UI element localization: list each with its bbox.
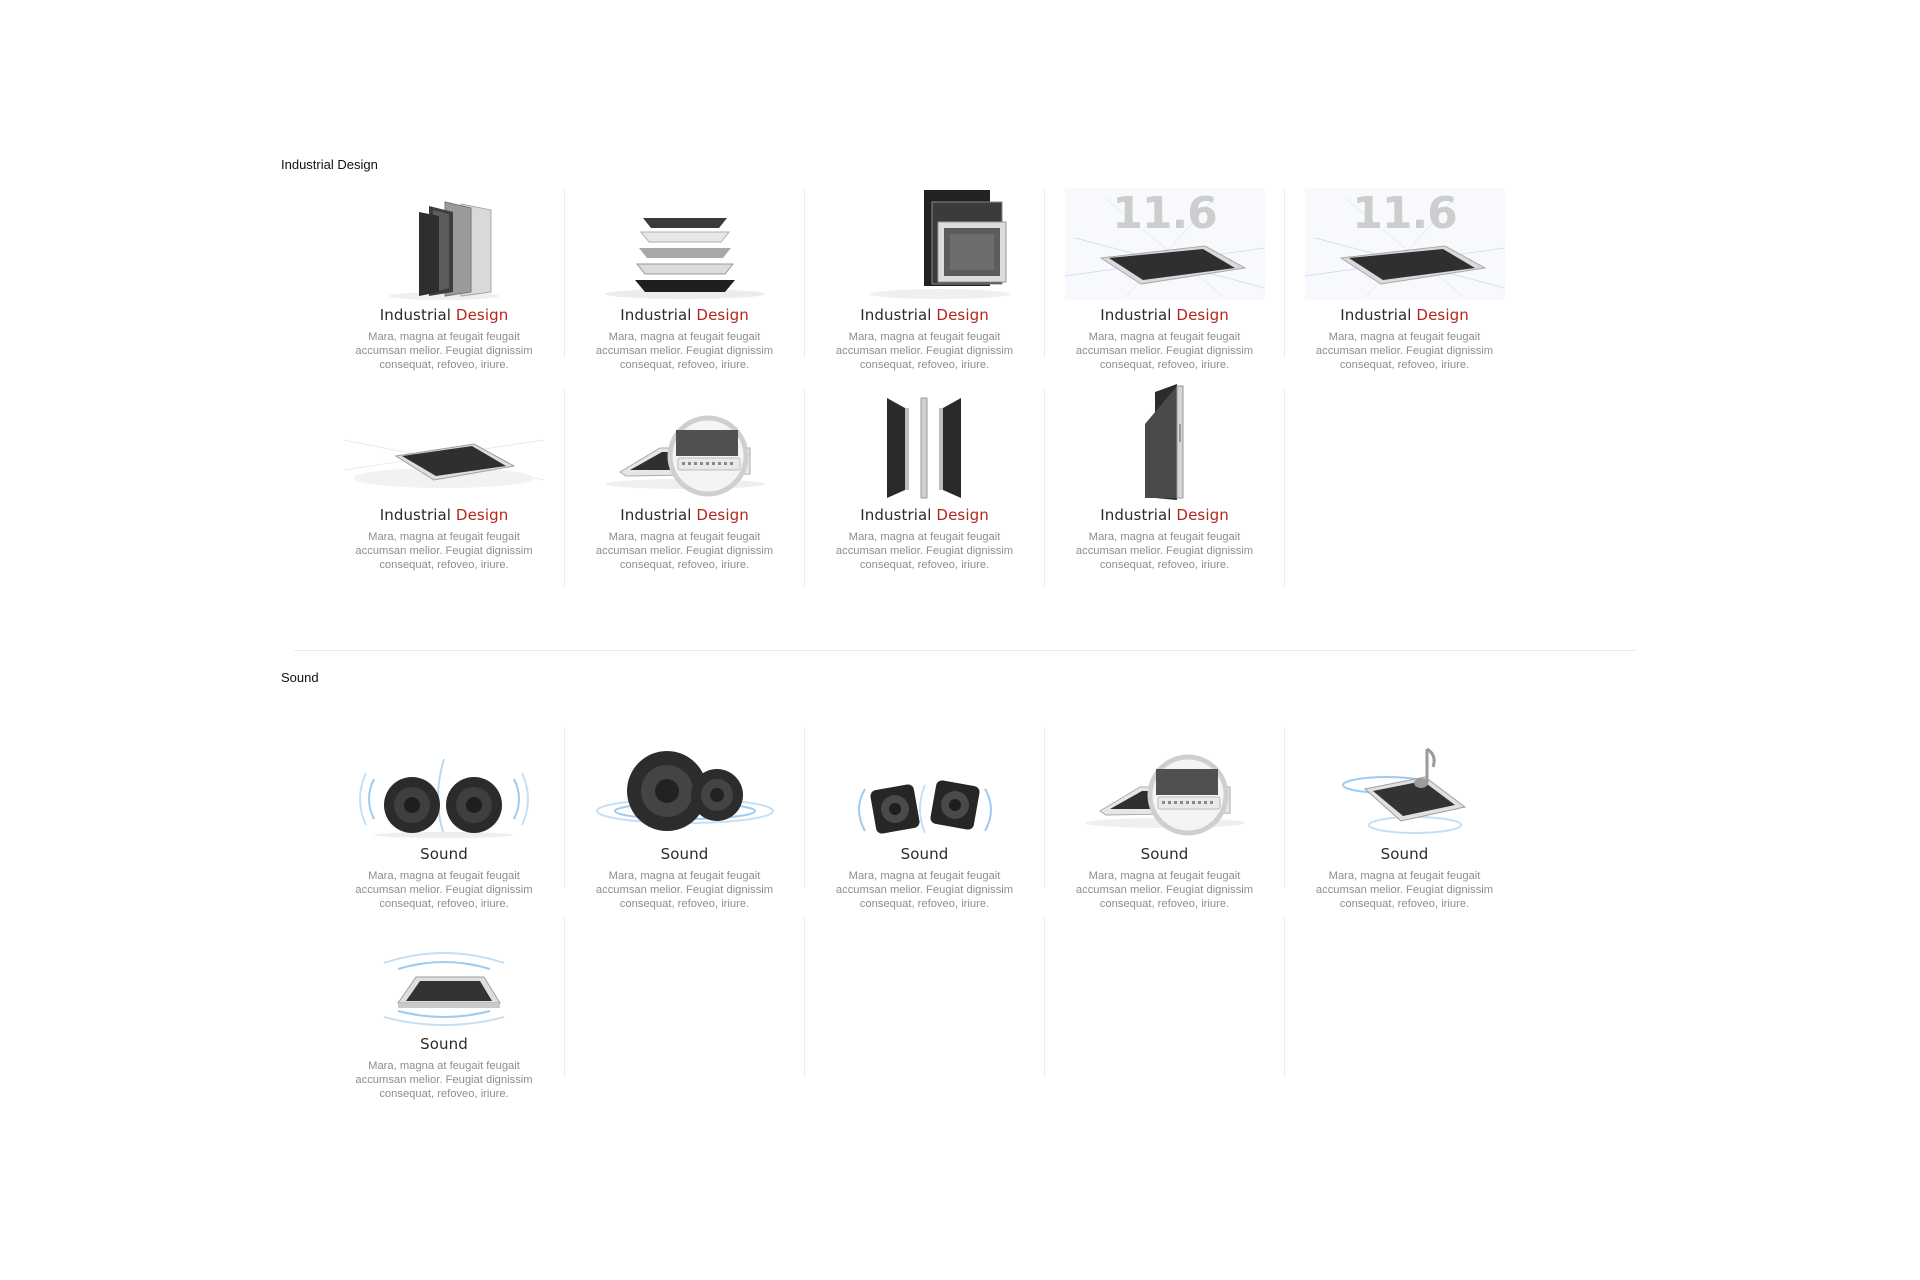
card-title: Sound [900,845,949,863]
card-sound-6[interactable]: Sound Mara, magna at feugait feugait acc… [324,917,564,1100]
tablet-port-magnifier-icon [565,388,804,500]
card-industrial-design-8[interactable]: Industrial Design Mara, magna at feugait… [804,388,1044,588]
tablet-size-blueprint-icon: 11.6 [1045,188,1284,300]
empty-grid-cell [804,917,1044,1077]
card-title: Industrial Design [1100,506,1229,524]
card-title: Industrial Design [620,306,749,324]
industrial-design-grid: Industrial Design Mara, magna at feugait… [324,188,1524,588]
card-sound-1[interactable]: Sound Mara, magna at feugait feugait acc… [324,727,564,910]
card-industrial-design-3[interactable]: Industrial Design Mara, magna at feugait… [804,188,1044,371]
empty-grid-cell [1284,388,1524,588]
empty-grid-cell [564,917,804,1077]
card-description: Mara, magna at feugait feugait accumsan … [355,870,533,910]
size-label: 11.6 [1112,188,1218,239]
card-title: Industrial Design [379,306,509,324]
card-description: Mara, magna at feugait feugait accumsan … [355,1060,533,1100]
card-description: Mara, magna at feugait feugait accumsan … [1315,870,1494,910]
card-industrial-design-9[interactable]: Industrial Design Mara, magna at feugait… [1044,384,1284,588]
card-description: Mara, magna at feugait feugait accumsan … [1315,331,1494,371]
card-title: Sound [420,1035,468,1053]
card-description: Mara, magna at feugait feugait accumsan … [595,331,774,371]
card-description: Mara, magna at feugait feugait accumsan … [1075,331,1254,371]
card-description: Mara, magna at feugait feugait accumsan … [835,870,1014,910]
card-title: Sound [1140,845,1189,863]
card-sound-3[interactable]: Sound Mara, magna at feugait feugait acc… [804,727,1044,910]
size-label: 11.6 [1352,188,1458,239]
card-title: Industrial Design [860,306,989,324]
sound-grid: Sound Mara, magna at feugait feugait acc… [324,727,1524,1100]
card-description: Mara, magna at feugait feugait accumsan … [835,331,1014,371]
tablet-side-profiles-icon [805,388,1044,500]
speaker-drivers-square-icon [805,727,1044,839]
sound-row-2: Sound Mara, magna at feugait feugait acc… [324,917,1524,1100]
speakers-pair-front-icon [565,727,804,839]
card-description: Mara, magna at feugait feugait accumsan … [1075,531,1254,571]
card-description: Mara, magna at feugait feugait accumsan … [355,331,533,371]
card-description: Mara, magna at feugait feugait accumsan … [1075,870,1254,910]
tablet-sound-waves-icon [324,917,564,1029]
tablet-size-blueprint-icon: 11.6 [1285,188,1524,300]
card-description: Mara, magna at feugait feugait accumsan … [595,531,774,571]
tablet-music-note-icon [1285,727,1524,839]
speakers-pair-waves-icon [324,727,564,839]
card-industrial-design-5[interactable]: 11.6 Industrial Design Mara, magna at fe… [1284,188,1524,371]
tablet-exploded-front-icon [805,188,1044,300]
card-sound-4[interactable]: Sound Mara, magna at feugait feugait acc… [1044,727,1284,910]
section-title-industrial-design: Industrial Design [281,157,378,172]
industrial-design-row-1: Industrial Design Mara, magna at feugait… [324,188,1524,371]
card-industrial-design-7[interactable]: Industrial Design Mara, magna at feugait… [564,388,804,588]
card-title: Industrial Design [379,506,509,524]
card-industrial-design-2[interactable]: Industrial Design Mara, magna at feugait… [564,188,804,371]
tablet-layers-upright-icon [324,188,564,300]
card-title: Industrial Design [620,506,749,524]
tablet-exploded-flat-icon [565,188,804,300]
card-description: Mara, magna at feugait feugait accumsan … [835,531,1014,571]
card-industrial-design-4[interactable]: 11.6 Industrial Design Mara, magna at fe… [1044,188,1284,371]
card-title: Sound [420,845,468,863]
card-title: Sound [660,845,709,863]
card-title: Industrial Design [860,506,989,524]
card-industrial-design-6[interactable]: Industrial Design Mara, magna at feugait… [324,388,564,588]
tablet-flat-blueprint-icon [324,388,564,500]
industrial-design-row-2: Industrial Design Mara, magna at feugait… [324,384,1524,588]
card-title: Sound [1380,845,1429,863]
tablet-port-magnifier-icon [1045,727,1284,839]
section-title-sound: Sound [281,670,319,685]
card-sound-2[interactable]: Sound Mara, magna at feugait feugait acc… [564,727,804,910]
empty-grid-cell [1284,917,1524,1077]
card-description: Mara, magna at feugait feugait accumsan … [595,870,774,910]
card-sound-5[interactable]: Sound Mara, magna at feugait feugait acc… [1284,727,1524,910]
section-divider [294,650,1636,651]
empty-grid-cell [1044,917,1284,1077]
card-description: Mara, magna at feugait feugait accumsan … [355,531,533,571]
tablet-side-thin-icon [1045,384,1284,500]
card-industrial-design-1[interactable]: Industrial Design Mara, magna at feugait… [324,188,564,371]
card-title: Industrial Design [1340,306,1469,324]
sound-row-1: Sound Mara, magna at feugait feugait acc… [324,727,1524,910]
card-title: Industrial Design [1100,306,1229,324]
